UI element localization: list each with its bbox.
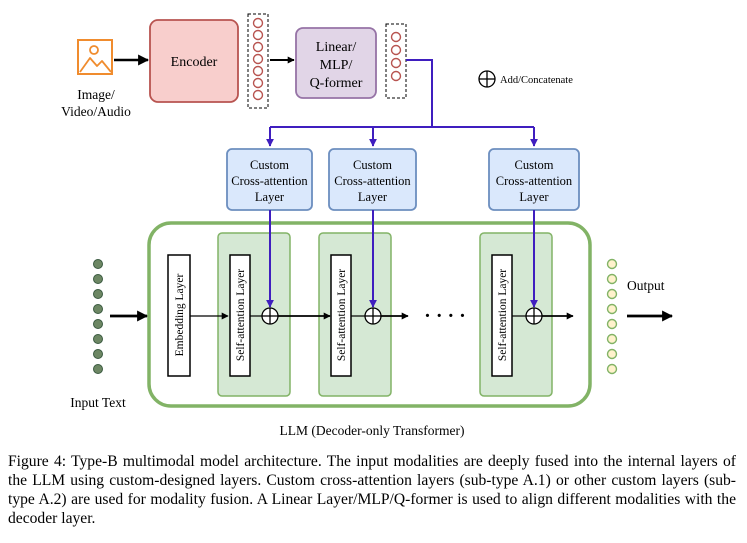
fusion-arrows	[266, 210, 538, 308]
input-modality-label: Video/Audio	[61, 104, 131, 119]
cross-attention-layer-2: Custom Cross-attention Layer	[328, 148, 417, 211]
cross-attention-label: Layer	[255, 190, 285, 204]
projector-token-column	[385, 23, 407, 99]
token-circle	[606, 288, 618, 300]
cross-attention-label: Custom	[515, 158, 554, 172]
output-token-column	[606, 258, 618, 375]
input-modality-label: Image/	[77, 87, 115, 102]
token-circle	[252, 53, 264, 65]
token-circle	[252, 41, 264, 53]
token-circle	[390, 44, 402, 56]
ellipsis: · · · ·	[424, 305, 466, 327]
encoder-box	[149, 19, 239, 103]
self-attention-label: Self-attention Layer	[235, 269, 247, 361]
image-icon	[77, 39, 113, 75]
token-circle	[606, 348, 618, 360]
input-text-label: Input Text	[70, 395, 126, 410]
circle-plus-icon	[364, 307, 382, 325]
token-circle	[252, 65, 264, 77]
cross-attention-label: Custom	[250, 158, 289, 172]
output-label: Output	[627, 278, 665, 293]
token-circle	[390, 57, 402, 69]
cross-attention-label: Cross-attention	[231, 174, 308, 188]
cross-attention-label: Custom	[353, 158, 392, 172]
token-circle	[606, 363, 618, 375]
projector-label: Linear/	[316, 40, 357, 55]
legend-label: Add/Concatenate	[500, 75, 573, 86]
token-circle	[390, 31, 402, 43]
token-circle	[606, 258, 618, 270]
token-circle	[252, 89, 264, 101]
architecture-diagram: Image/ Video/Audio Encoder Linear/ MLP/ …	[61, 13, 674, 438]
token-circle	[93, 274, 103, 284]
token-circle	[93, 289, 103, 299]
projector-label: Q-former	[310, 76, 363, 91]
self-attention-label: Self-attention Layer	[497, 269, 509, 361]
token-circle	[93, 259, 103, 269]
embedding-layer: Embedding Layer	[167, 254, 191, 377]
input-token-column	[93, 259, 103, 374]
token-circle	[390, 70, 402, 82]
embedding-layer-label: Embedding Layer	[174, 273, 186, 356]
token-circle	[93, 364, 103, 374]
token-circle	[93, 304, 103, 314]
token-circle	[252, 29, 264, 41]
projector-box	[295, 27, 377, 99]
token-circle	[93, 349, 103, 359]
cross-attention-label: Layer	[519, 190, 549, 204]
token-circle	[606, 318, 618, 330]
token-circle	[252, 17, 264, 29]
token-circle	[93, 334, 103, 344]
cross-attention-layer-1: Custom Cross-attention Layer	[226, 148, 313, 211]
token-circle	[606, 303, 618, 315]
cross-attention-label: Layer	[358, 190, 388, 204]
cross-attention-label: Cross-attention	[334, 174, 411, 188]
encoder-label: Encoder	[171, 55, 218, 70]
token-circle	[93, 319, 103, 329]
token-circle	[606, 273, 618, 285]
cross-attention-label: Cross-attention	[496, 174, 573, 188]
decoder-block-1: Self-attention Layer	[217, 232, 291, 397]
fusion-connector	[266, 59, 538, 147]
llm-label: LLM (Decoder-only Transformer)	[280, 423, 465, 438]
circle-plus-icon	[478, 70, 496, 88]
figure-caption: Figure 4: Type-B multimodal model archit…	[8, 453, 736, 527]
projector-label: MLP/	[320, 58, 353, 73]
circle-plus-icon	[261, 307, 279, 325]
self-attention-label: Self-attention Layer	[336, 269, 348, 361]
token-circle	[252, 77, 264, 89]
circle-plus-icon	[525, 307, 543, 325]
token-circle	[606, 333, 618, 345]
encoder-token-column	[247, 13, 269, 109]
cross-attention-layer-3: Custom Cross-attention Layer	[488, 148, 580, 211]
